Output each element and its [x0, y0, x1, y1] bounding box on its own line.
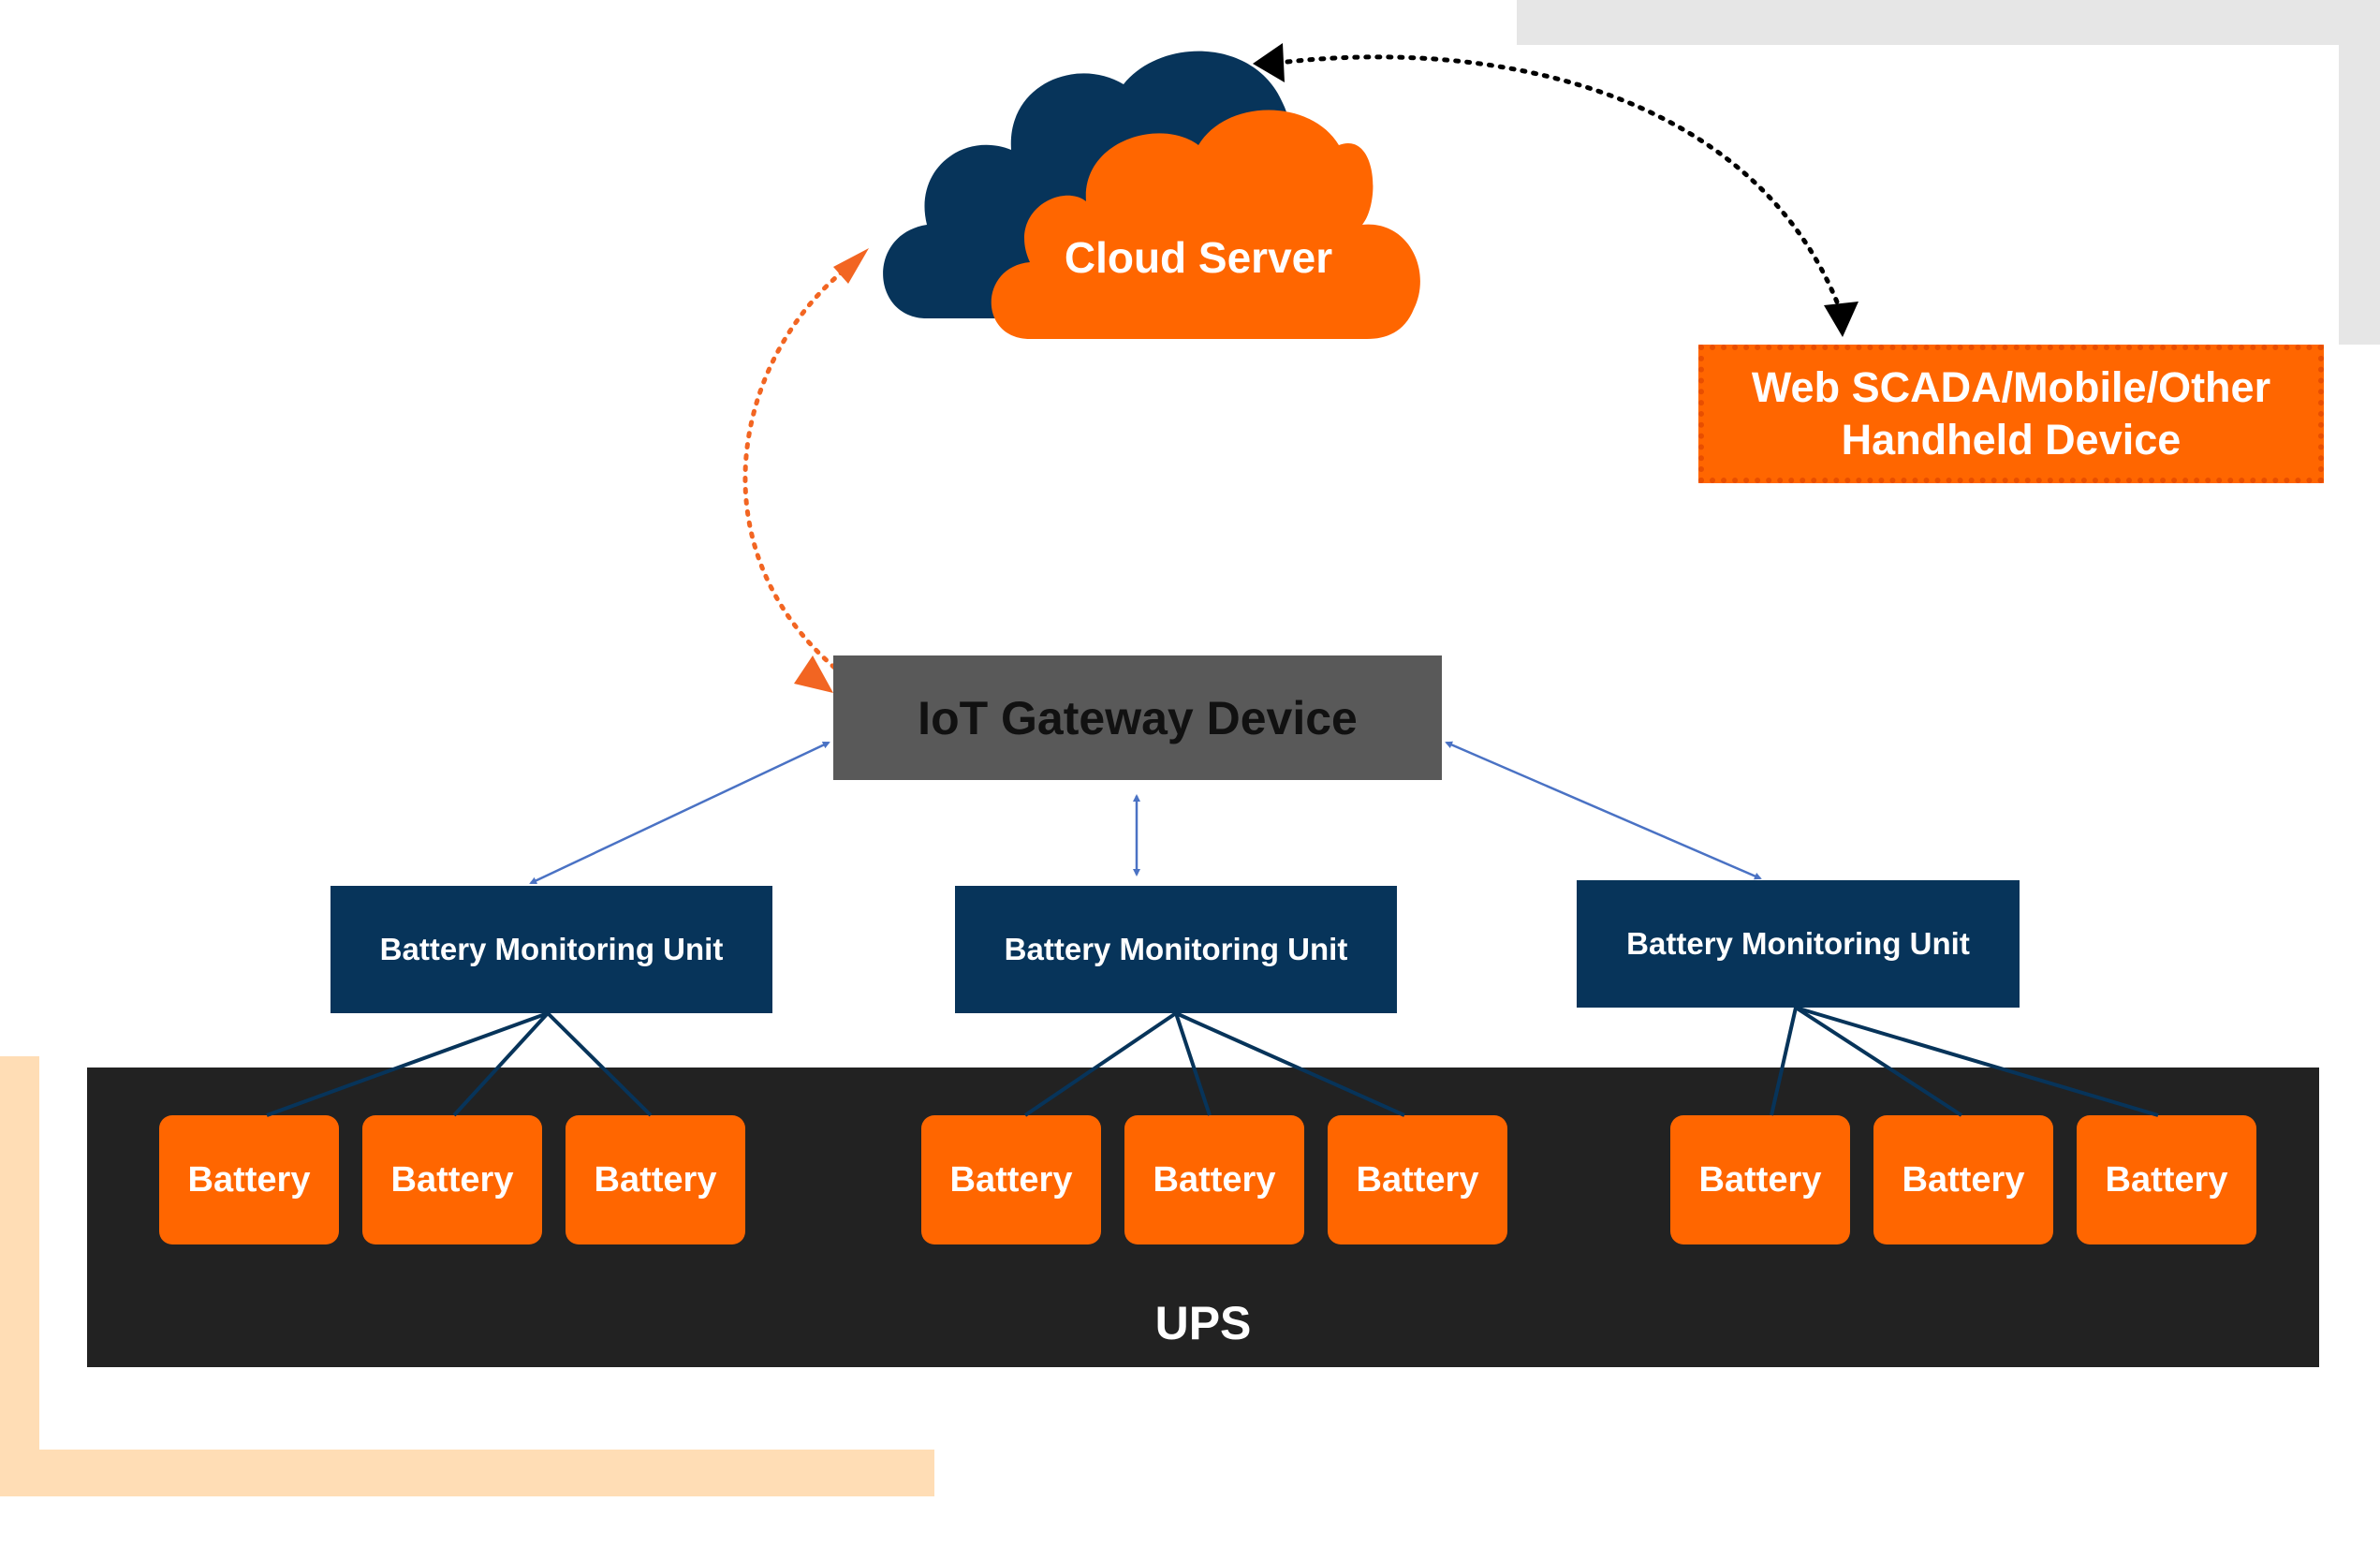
- battery-monitoring-unit-3: Battery Monitoring Unit: [1577, 880, 2020, 1008]
- connector-gateway-bmu-left: [529, 741, 830, 885]
- battery-8: Battery: [1873, 1115, 2053, 1244]
- battery-1: Battery: [159, 1115, 339, 1244]
- cloud-server-label: Cloud Server: [1064, 233, 1333, 282]
- decorative-corner-top-right: [1517, 0, 2380, 345]
- connector-gateway-bmu-right: [1445, 741, 1762, 880]
- battery-monitoring-unit-1: Battery Monitoring Unit: [331, 886, 772, 1013]
- iot-gateway-box: IoT Gateway Device: [833, 655, 1442, 780]
- battery-3: Battery: [566, 1115, 745, 1244]
- ups-label: UPS: [1154, 1297, 1252, 1349]
- battery-4: Battery: [921, 1115, 1101, 1244]
- battery-2: Battery: [362, 1115, 542, 1244]
- connector-gateway-cloud: [742, 269, 855, 685]
- arrowhead-gateway-side: [794, 655, 833, 693]
- battery-5: Battery: [1124, 1115, 1304, 1244]
- connector-cloud-client: [1285, 54, 1843, 312]
- arrowhead-cloud-side: [833, 248, 869, 284]
- cloud-server-icon: [883, 51, 1420, 339]
- arrowhead-client-top: [1824, 302, 1858, 337]
- battery-9: Battery: [2077, 1115, 2256, 1244]
- battery-7: Battery: [1670, 1115, 1850, 1244]
- battery-monitoring-unit-2: Battery Monitoring Unit: [955, 886, 1397, 1013]
- decorative-corner-bottom-left: [0, 1056, 934, 1496]
- web-scada-device-box: Web SCADA/Mobile/Other Handheld Device: [1698, 345, 2324, 483]
- battery-6: Battery: [1328, 1115, 1507, 1244]
- arrowhead-cloud-top: [1253, 43, 1285, 82]
